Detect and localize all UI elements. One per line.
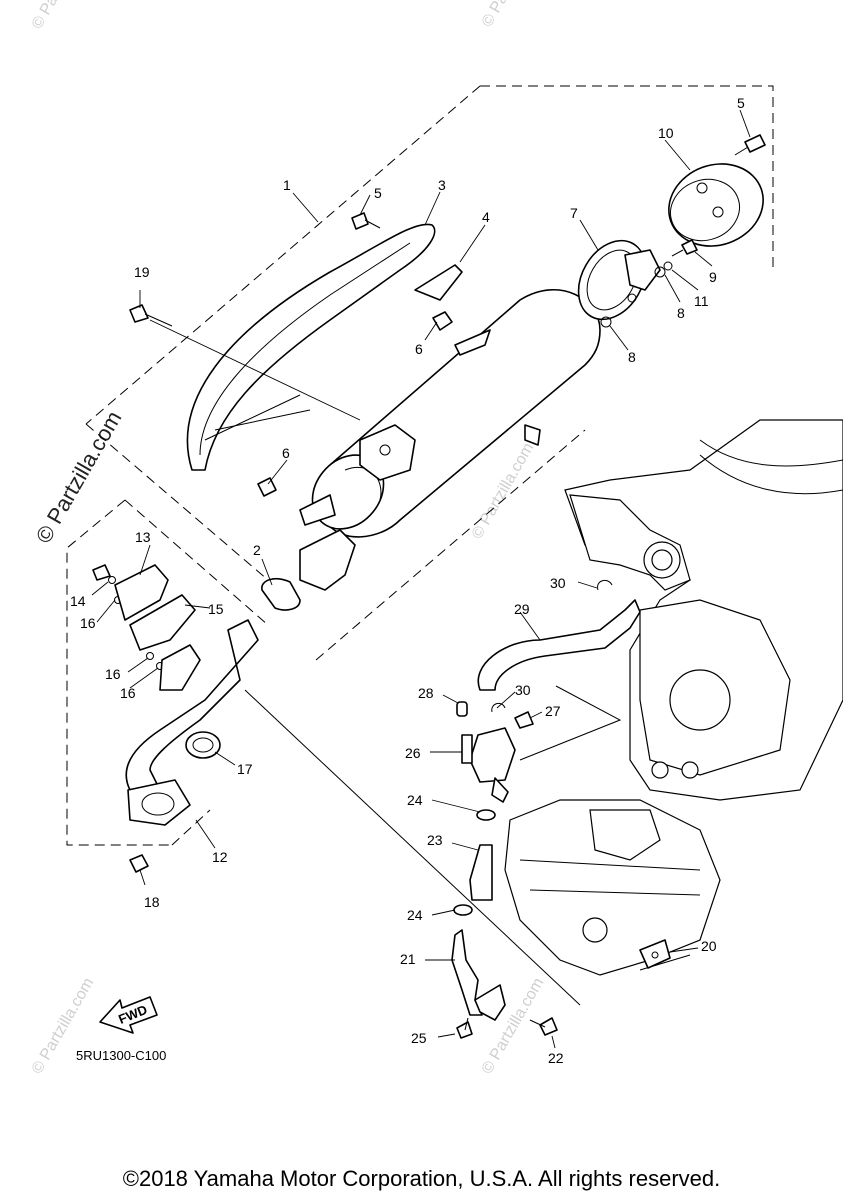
callout-2: 2 — [253, 542, 261, 558]
part-pipe-bracket — [159, 644, 201, 691]
part-clip-30-upper — [597, 579, 613, 591]
callout-7: 7 — [570, 205, 578, 221]
callout-26: 26 — [405, 745, 421, 761]
part-air-pipe-flange — [474, 984, 506, 1021]
callout-labels: 1 2 3 4 5 5 6 6 7 8 8 9 10 11 12 13 14 1… — [70, 95, 745, 1066]
watermark-faint-1: © Partzilla.com — [29, 0, 98, 32]
callout-17: 17 — [237, 761, 253, 777]
callout-24a: 24 — [407, 792, 423, 808]
callout-13: 13 — [135, 529, 151, 545]
part-heat-protector — [186, 223, 436, 471]
callout-19: 19 — [134, 264, 150, 280]
part-clip-upper — [476, 809, 496, 821]
part-hose-23 — [469, 844, 493, 901]
part-bracket — [414, 264, 463, 301]
fwd-arrow: FWD — [99, 996, 158, 1034]
part-muffler — [311, 289, 601, 538]
callout-9: 9 — [709, 269, 717, 285]
assembly-line-air-system — [244, 689, 581, 1006]
callout-21: 21 — [400, 951, 416, 967]
callout-3: 3 — [438, 177, 446, 193]
part-tail-protector — [668, 163, 764, 247]
callout-4: 4 — [482, 209, 490, 225]
watermark-faint-2: © Partzilla.com — [479, 0, 548, 30]
callout-29: 29 — [514, 601, 530, 617]
leader-lines — [91, 109, 751, 1049]
callout-30a: 30 — [550, 575, 566, 591]
part-air-valve — [461, 727, 516, 803]
assembly-outline-muffler — [85, 85, 774, 661]
part-protector-upper — [114, 564, 169, 621]
callout-6b: 6 — [282, 445, 290, 461]
engine-block-illustration — [504, 419, 843, 976]
callout-8a: 8 — [677, 305, 685, 321]
callout-11: 11 — [694, 293, 709, 309]
callout-23: 23 — [427, 832, 443, 848]
callout-16c: 16 — [120, 685, 136, 701]
assembly-line-air-system-2 — [519, 685, 622, 761]
part-muffler-inlet — [299, 529, 356, 591]
callout-27: 27 — [545, 703, 561, 719]
watermark-group: © Partzilla.com © Partzilla.com © Partzi… — [29, 0, 548, 1077]
copyright-notice: ©2018 Yamaha Motor Corporation, U.S.A. A… — [122, 1166, 721, 1191]
callout-22: 22 — [548, 1050, 564, 1066]
part-end-cap — [577, 239, 661, 321]
callout-10: 10 — [658, 125, 674, 141]
callout-1: 1 — [283, 177, 291, 193]
hardware-bolts — [92, 134, 766, 1039]
watermark-faint-5: © Partzilla.com — [479, 975, 548, 1077]
part-hose-29 — [477, 599, 641, 691]
diagram-code: 5RU1300-C100 — [76, 1048, 166, 1063]
callout-15: 15 — [208, 601, 224, 617]
callout-14: 14 — [70, 593, 86, 609]
callout-6a: 6 — [415, 341, 423, 357]
callout-20: 20 — [701, 938, 717, 954]
part-cap-28 — [456, 701, 468, 717]
watermark-main: © Partzilla.com — [31, 407, 127, 548]
callout-8b: 8 — [628, 349, 636, 365]
callout-28: 28 — [418, 685, 434, 701]
part-clip-lower — [453, 904, 473, 916]
callout-24b: 24 — [407, 907, 423, 923]
part-gasket — [261, 578, 301, 611]
watermark-faint-3: © Partzilla.com — [469, 440, 538, 542]
callout-25: 25 — [411, 1030, 427, 1046]
part-protector-lower — [129, 594, 196, 651]
callout-5b: 5 — [374, 185, 382, 201]
callout-30b: 30 — [515, 682, 531, 698]
part-muffler-bracket — [299, 494, 336, 526]
callout-12: 12 — [212, 849, 228, 865]
callout-16a: 16 — [80, 615, 96, 631]
callout-5a: 5 — [737, 95, 745, 111]
callout-16b: 16 — [105, 666, 121, 682]
part-gasket-ring — [185, 731, 221, 759]
assembly-outline-exhaust-pipe — [66, 499, 269, 846]
part-gasket-20 — [639, 939, 671, 969]
part-clip-30-lower — [491, 702, 506, 713]
part-exhaust-pipe — [125, 619, 259, 826]
callout-18: 18 — [144, 894, 160, 910]
